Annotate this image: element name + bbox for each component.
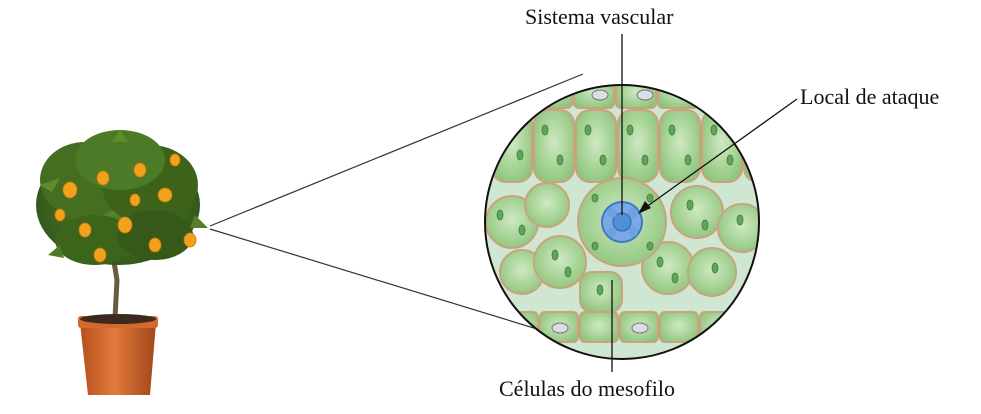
plant-pot — [78, 314, 158, 395]
plant-canopy — [36, 130, 208, 265]
leaf-cross-section — [480, 78, 784, 370]
kumquat-plant-illustration — [36, 130, 208, 395]
vascular-system-label: Sistema vascular — [525, 4, 673, 30]
mesophyll-cells-label: Células do mesofilo — [499, 376, 675, 402]
palisade-cells — [492, 110, 784, 182]
attack-site-label: Local de ataque — [800, 84, 939, 110]
